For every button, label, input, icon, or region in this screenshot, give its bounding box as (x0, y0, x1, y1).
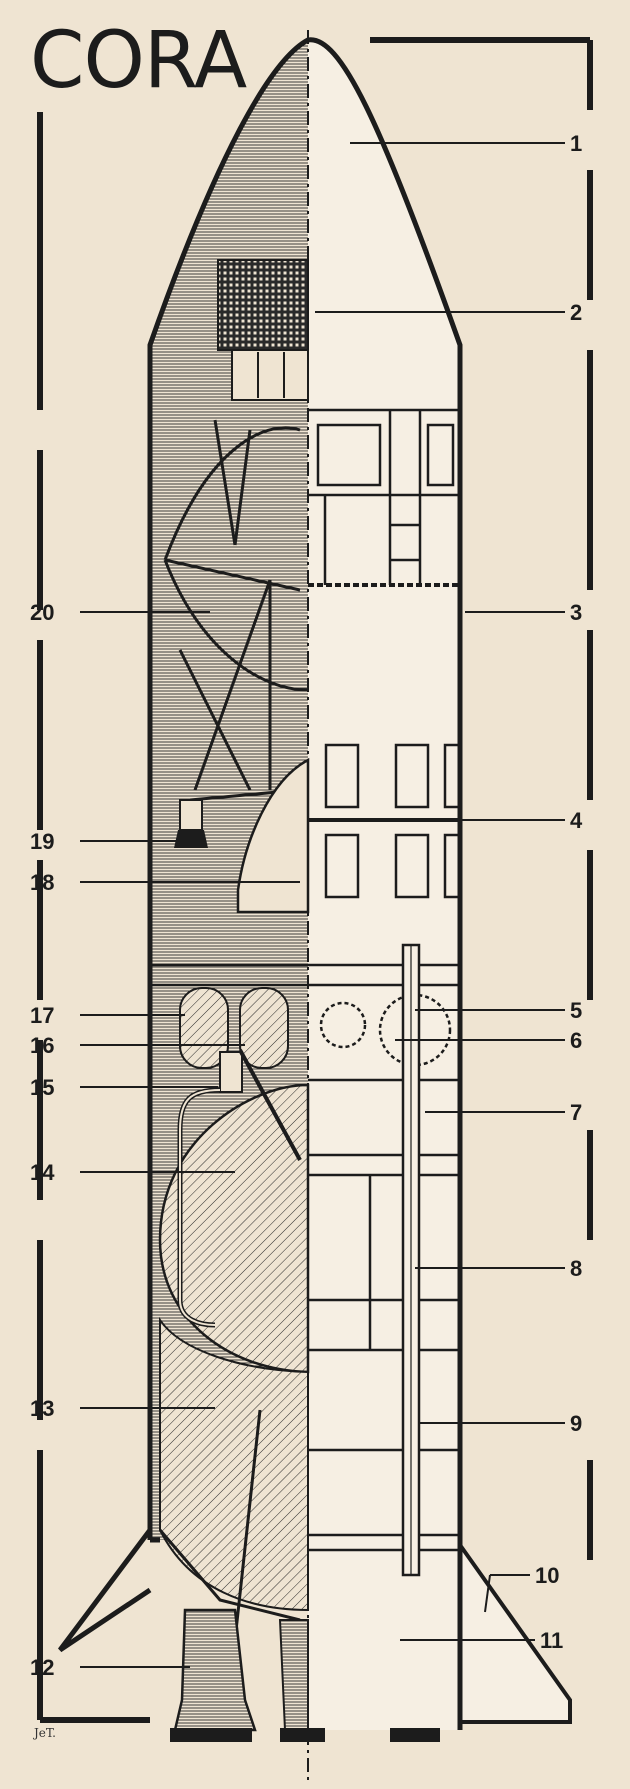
callout-10: 10 (535, 1563, 560, 1588)
truss-20 (163, 419, 309, 802)
sphere-17 (179, 987, 229, 1069)
motor-19 (179, 799, 203, 831)
callout-15: 15 (30, 1075, 55, 1100)
callout-5: 5 (570, 998, 583, 1023)
callout-8: 8 (570, 1256, 583, 1281)
rocket-right-half (308, 39, 460, 1730)
tank-14 (158, 1083, 310, 1374)
frame-brackets (37, 37, 593, 1723)
callout-4: 4 (570, 808, 583, 833)
bottle-15 (219, 1051, 243, 1093)
payload-grid (217, 259, 309, 351)
callout-6: 6 (570, 1028, 583, 1053)
callout-18: 18 (30, 870, 55, 895)
callout-11: 11 (540, 1628, 564, 1653)
callout-13: 13 (30, 1396, 55, 1421)
callout-2: 2 (570, 300, 583, 325)
fin-left (58, 1528, 152, 1653)
leader-lines (80, 142, 565, 1668)
adapter-18 (236, 757, 310, 914)
callout-20: 20 (30, 600, 55, 625)
callout-17: 17 (30, 1003, 55, 1028)
callout-16: 16 (30, 1033, 55, 1058)
callout-12: 12 (30, 1655, 55, 1680)
diagram-title: CORA (30, 16, 247, 106)
right-structure (150, 408, 462, 1552)
engine-12 (173, 1608, 257, 1732)
callout-9: 9 (570, 1411, 583, 1436)
callout-14: 14 (30, 1160, 55, 1185)
callout-7: 7 (570, 1100, 583, 1125)
callout-19: 19 (30, 829, 55, 854)
artist-signature: JeT. (34, 1726, 56, 1740)
callout-3: 3 (570, 600, 583, 625)
callout-1: 1 (570, 131, 583, 156)
sphere-16 (239, 987, 289, 1069)
